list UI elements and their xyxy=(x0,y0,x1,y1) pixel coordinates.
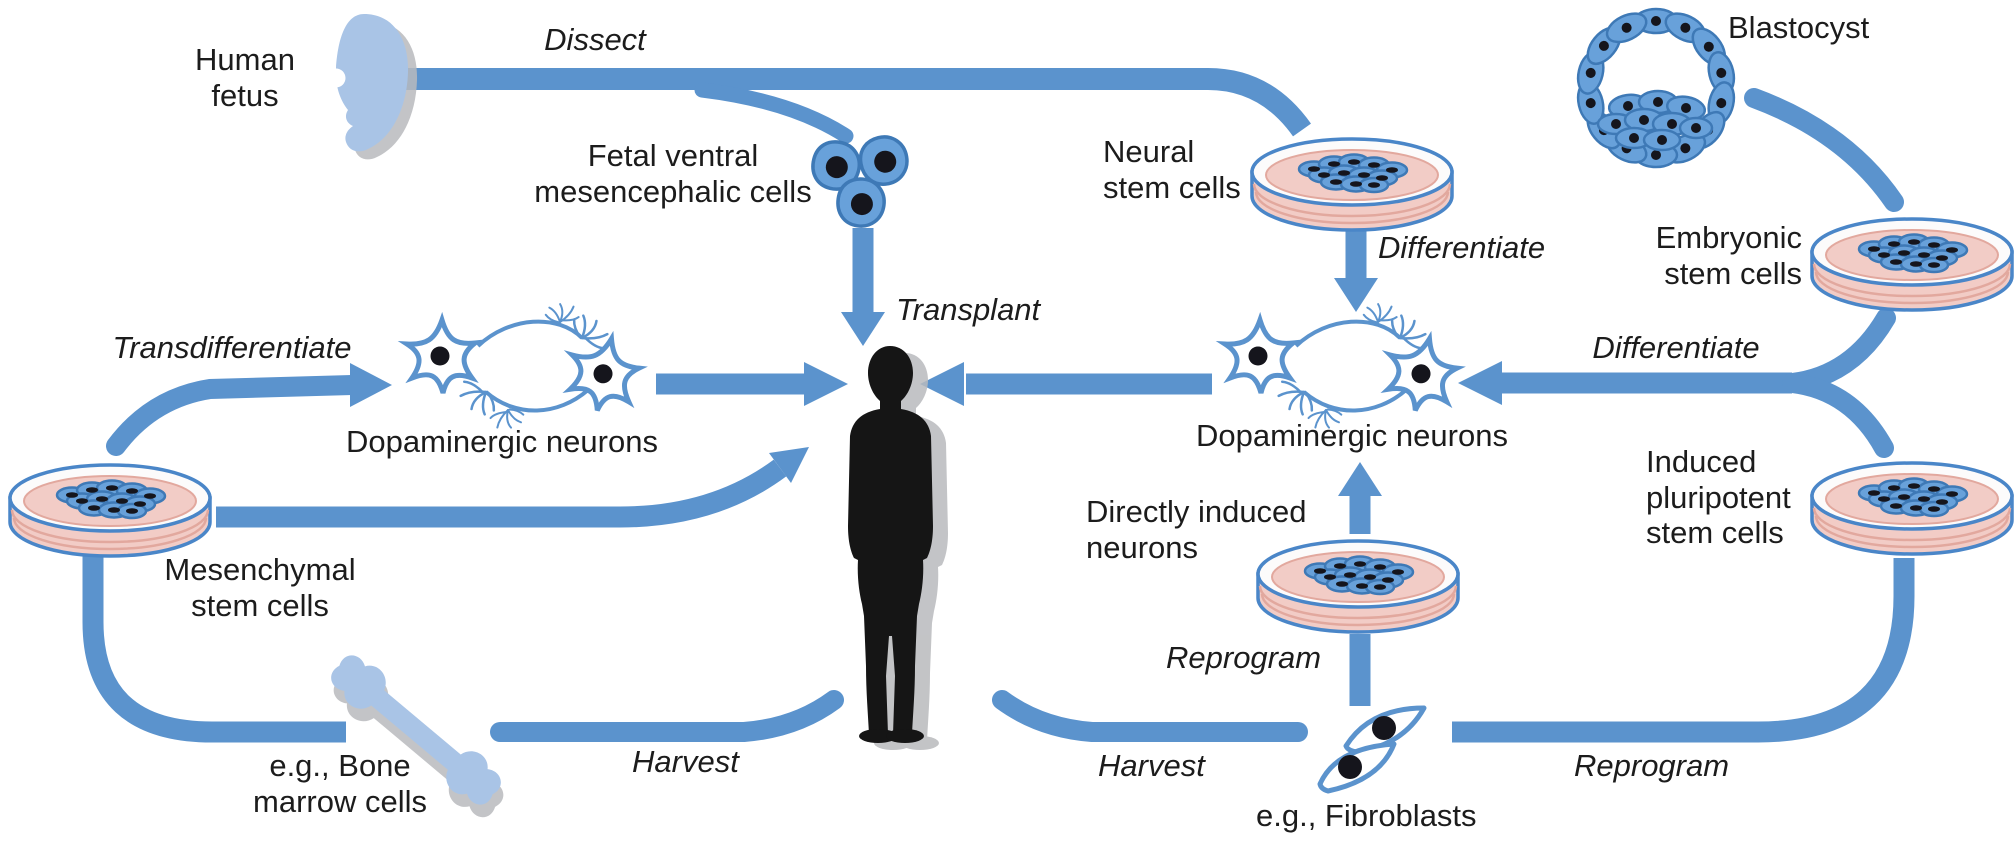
bone-icon xyxy=(331,655,504,818)
neuron-pair-icon-left xyxy=(407,301,644,433)
transdifferentiate-arrow xyxy=(106,363,392,456)
transplant-arrow xyxy=(841,228,885,346)
label-transplant: Transplant xyxy=(896,292,1041,327)
right-neurons-to-patient-arrow xyxy=(920,362,1212,406)
label-blastocyst: Blastocyst xyxy=(1728,10,1870,45)
cell-cluster-icon xyxy=(807,130,914,230)
label-transdifferentiate: Transdifferentiate xyxy=(112,330,352,365)
petri-dish-neural-stem-cells xyxy=(1252,139,1452,230)
label-bone-marrow: e.g., Bone marrow cells xyxy=(253,748,427,819)
neuron-pair-icon-right xyxy=(1225,301,1462,433)
label-reprogram-right: Reprogram xyxy=(1574,748,1730,783)
harvest-left-path xyxy=(82,556,844,743)
blastocyst-icon xyxy=(1573,6,1739,170)
harvest-right-path xyxy=(992,690,1308,742)
msc-to-patient-arrow xyxy=(216,447,809,528)
petri-dish-embryonic-stem-cells xyxy=(1812,219,2012,310)
label-harvest-right: Harvest xyxy=(1098,748,1205,783)
differentiate-mid-arrow xyxy=(1334,226,1378,312)
label-induced-pluripotent: Induced pluripotent stem cells xyxy=(1646,444,1791,550)
fetus-icon xyxy=(326,14,418,160)
din-up-arrow xyxy=(1338,462,1382,534)
left-neurons-to-patient-arrow xyxy=(656,362,848,406)
label-dissect: Dissect xyxy=(544,22,646,57)
label-differentiate-mid: Differentiate xyxy=(1378,230,1546,265)
label-human-fetus: Human fetus xyxy=(195,42,295,113)
blastocyst-to-esc-line xyxy=(1744,88,1904,212)
petri-dish-induced-pluripotent xyxy=(1812,463,2012,554)
label-dopaminergic-left: Dopaminergic neurons xyxy=(346,424,658,459)
differentiate-right-arrow xyxy=(1458,308,1896,458)
label-directly-induced: Directly induced neurons xyxy=(1086,494,1307,565)
dissect-path xyxy=(402,68,1311,144)
label-neural-stem-cells: Neural stem cells xyxy=(1103,134,1241,205)
label-mesenchymal: Mesenchymal stem cells xyxy=(164,552,356,623)
label-reprogram-center: Reprogram xyxy=(1166,640,1322,675)
label-embryonic-stem-cells: Embryonic stem cells xyxy=(1655,220,1802,291)
petri-dish-mesenchymal xyxy=(10,465,210,556)
label-harvest-left: Harvest xyxy=(632,744,739,779)
fibroblast-icon xyxy=(1317,705,1427,794)
label-fetal-vm-cells: Fetal ventral mesencephalic cells xyxy=(534,138,812,209)
reprogram-right-path xyxy=(1452,558,1915,743)
label-fibroblasts: e.g., Fibroblasts xyxy=(1256,798,1477,833)
human-silhouette-icon xyxy=(848,346,948,750)
label-differentiate-right: Differentiate xyxy=(1592,330,1760,365)
label-dopaminergic-right: Dopaminergic neurons xyxy=(1196,418,1508,453)
